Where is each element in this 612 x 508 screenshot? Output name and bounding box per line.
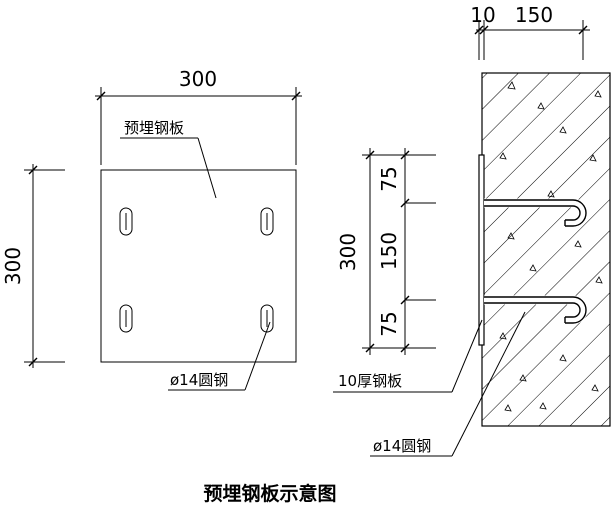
- section-left-dimensions: 300 75 150 75: [336, 148, 436, 355]
- section-steel-plate: [478, 154, 485, 346]
- section-plate-callout: 10厚钢板: [333, 319, 483, 393]
- concrete-aggregate: [499, 81, 603, 412]
- section-view: 10 150 300 75 150 75 10厚钢板: [333, 3, 611, 457]
- plan-height-text: 300: [1, 247, 25, 285]
- plan-bar-bottom-right: [260, 304, 274, 333]
- section-bar-label: ø14圆钢: [373, 437, 431, 455]
- plan-height-dimension: 300: [1, 164, 65, 368]
- section-seg-bottom: 75: [377, 311, 401, 336]
- plan-plate-label: 预埋钢板: [124, 119, 184, 137]
- section-seg-mid: 150: [377, 232, 401, 270]
- plan-plate-callout: 预埋钢板: [120, 119, 217, 199]
- section-seg-top: 75: [377, 166, 401, 191]
- section-top-dim-right: 150: [515, 3, 553, 27]
- section-bar-lower: [484, 295, 588, 325]
- section-plate-label: 10厚钢板: [338, 372, 402, 390]
- plan-view: 300 300 预埋钢板 ø14圆钢: [1, 67, 302, 391]
- plan-bar-top-left: [119, 207, 133, 236]
- section-top-dimension: 10 150: [470, 3, 590, 60]
- concrete-wall: [481, 72, 611, 427]
- section-bar-callout: ø14圆钢: [370, 311, 526, 457]
- plan-bar-callout: ø14圆钢: [168, 321, 271, 391]
- plan-bar-bottom-left: [119, 304, 133, 333]
- plan-width-text: 300: [179, 67, 217, 91]
- plan-plate: [100, 169, 297, 363]
- plan-bar-label: ø14圆钢: [170, 371, 228, 389]
- section-bar-upper: [484, 198, 588, 228]
- section-top-dim-left: 10: [470, 3, 495, 27]
- section-total-dim: 300: [336, 233, 360, 271]
- plan-bar-top-right: [260, 207, 274, 236]
- plan-width-dimension: 300: [95, 67, 302, 165]
- diagram-caption: 预埋钢板示意图: [203, 482, 336, 505]
